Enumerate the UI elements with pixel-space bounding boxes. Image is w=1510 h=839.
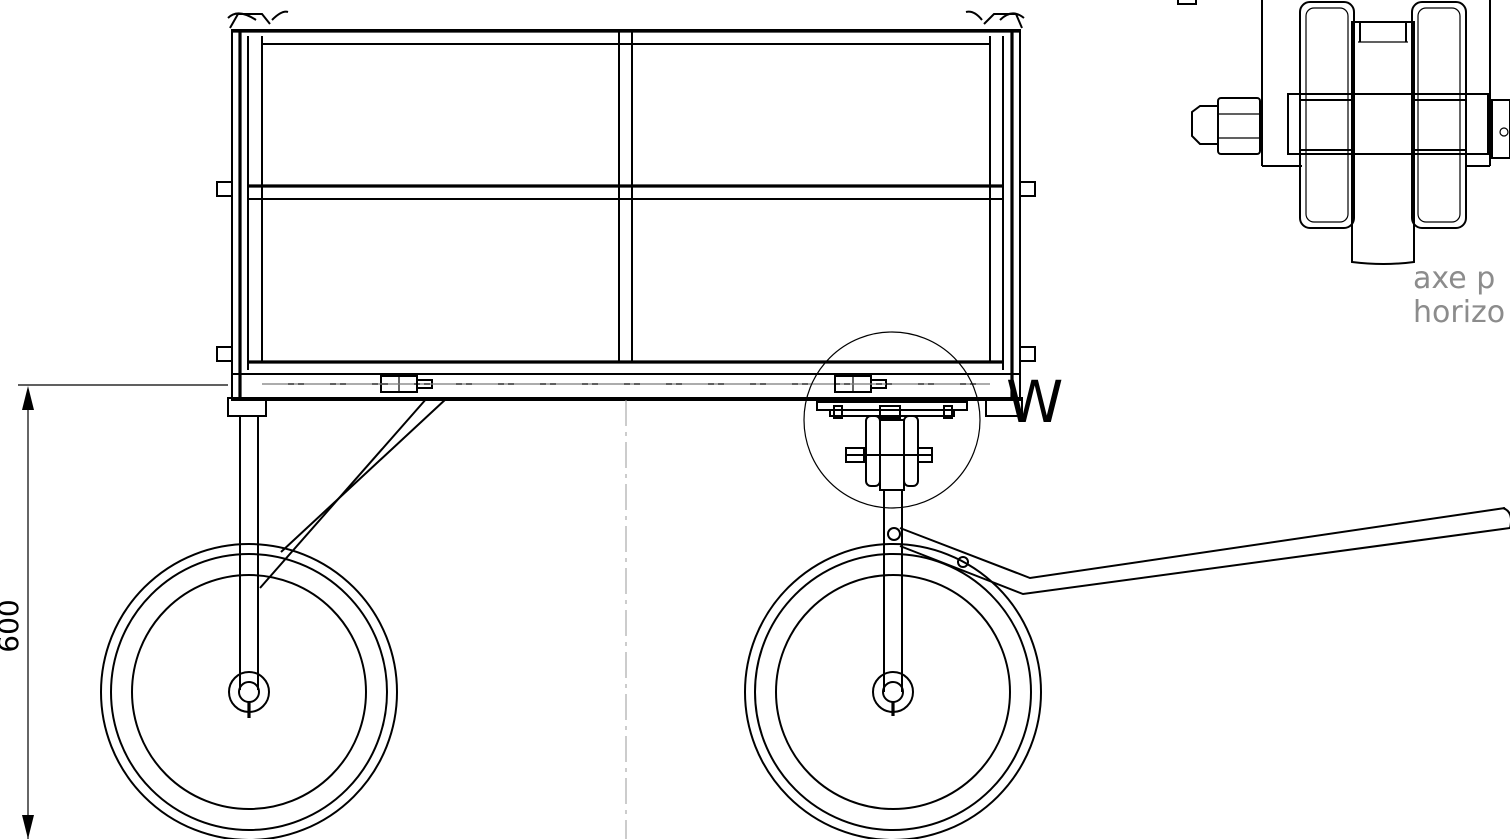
rear-wheel-outer [100,543,398,839]
height-dimension-value: 600 [0,599,25,652]
front-wheel-outer [744,543,1042,839]
detail-callout-circle [803,331,981,509]
detail-label: W [1006,368,1063,436]
detail-note-line1: axe p [1413,261,1495,296]
detail-view-axle: axe p horizo [1177,0,1510,330]
cart-box [216,10,1036,839]
rear-wheel-assembly [100,397,448,839]
front-wheel-assembly [744,331,1042,839]
detail-note-line2: horizo [1413,295,1505,330]
tow-bar [899,507,1510,596]
height-dimension: 600 [0,384,228,839]
box-outer-frame [231,29,1021,401]
